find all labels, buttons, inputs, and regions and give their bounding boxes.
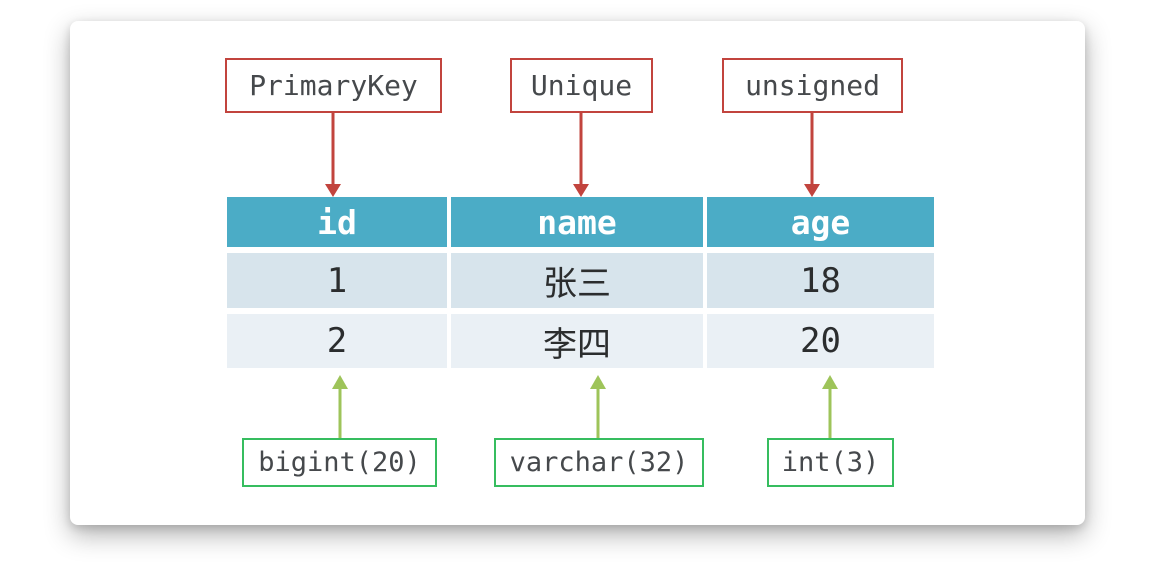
table-cell-id-row1: 1 bbox=[227, 253, 447, 308]
column-header-name: name bbox=[451, 197, 703, 247]
slide-card: PrimaryKey Unique unsigned id name age 1… bbox=[70, 21, 1085, 525]
table-cell-name-row1: 张三 bbox=[451, 253, 703, 308]
arrow-up-from-varchar bbox=[589, 375, 607, 438]
unique-label-box: Unique bbox=[510, 58, 653, 113]
primarykey-label: PrimaryKey bbox=[249, 69, 418, 102]
int-label-box: int(3) bbox=[767, 438, 894, 487]
table-cell-age-row1: 18 bbox=[707, 253, 934, 308]
column-header-id: id bbox=[227, 197, 447, 247]
primarykey-label-box: PrimaryKey bbox=[225, 58, 442, 113]
varchar-label-box: varchar(32) bbox=[494, 438, 704, 487]
table-cell-name-row2: 李四 bbox=[451, 314, 703, 368]
arrow-shaft bbox=[579, 113, 583, 185]
bigint-label-box: bigint(20) bbox=[242, 438, 437, 487]
arrow-head-up-icon bbox=[590, 375, 606, 389]
arrow-down-to-name bbox=[572, 113, 590, 197]
arrow-down-to-age bbox=[803, 113, 821, 197]
arrow-down-to-id bbox=[324, 113, 342, 197]
arrow-shaft bbox=[828, 388, 832, 438]
arrow-shaft bbox=[338, 388, 342, 438]
table-cell-age-row2: 20 bbox=[707, 314, 934, 368]
varchar-label: varchar(32) bbox=[509, 447, 689, 478]
arrow-up-from-bigint bbox=[331, 375, 349, 438]
int-label: int(3) bbox=[781, 447, 880, 478]
arrow-shaft bbox=[810, 113, 814, 185]
unsigned-label-box: unsigned bbox=[722, 58, 903, 113]
arrow-up-from-int bbox=[821, 375, 839, 438]
unique-label: Unique bbox=[530, 69, 633, 102]
arrow-head-down-icon bbox=[573, 184, 589, 197]
db-table: id name age 1 张三 18 2 李四 20 bbox=[227, 197, 934, 368]
arrow-head-down-icon bbox=[804, 184, 820, 197]
arrow-shaft bbox=[596, 388, 600, 438]
arrow-head-up-icon bbox=[822, 375, 838, 389]
column-header-age: age bbox=[707, 197, 934, 247]
arrow-head-up-icon bbox=[332, 375, 348, 389]
bigint-label: bigint(20) bbox=[258, 447, 421, 478]
arrow-head-down-icon bbox=[325, 184, 341, 197]
arrow-shaft bbox=[331, 113, 335, 185]
table-cell-id-row2: 2 bbox=[227, 314, 447, 368]
unsigned-label: unsigned bbox=[745, 69, 880, 102]
